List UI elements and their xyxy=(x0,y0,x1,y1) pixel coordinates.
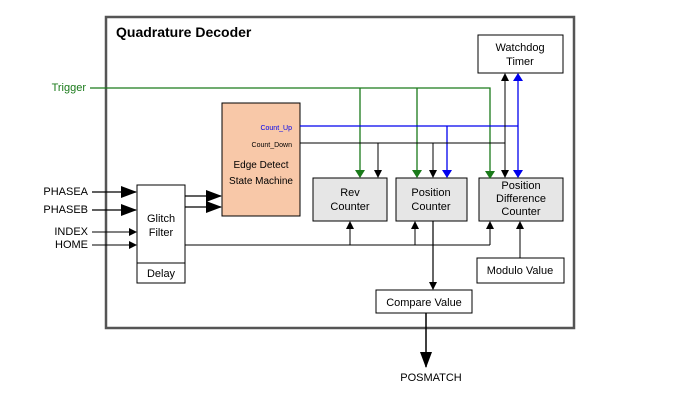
trigger-label: Trigger xyxy=(52,82,87,94)
decoder-title: Quadrature Decoder xyxy=(116,24,252,40)
glitch-filter-block xyxy=(136,184,186,284)
position-difference-label-1: Position xyxy=(501,180,540,192)
trigger-line xyxy=(90,87,495,179)
phasea-label: PHASEA xyxy=(43,186,88,198)
rev-counter-block xyxy=(312,177,388,222)
position-difference-label-3: Counter xyxy=(501,206,540,218)
home-label: HOME xyxy=(55,239,88,251)
phaseb-label: PHASEB xyxy=(43,204,88,216)
position-difference-label-2: Difference xyxy=(496,193,546,205)
modulo-value-block xyxy=(476,257,565,284)
compare-value-label: Compare Value xyxy=(386,297,462,309)
watchdog-label-1: Watchdog xyxy=(495,42,544,54)
count-down-label: Count_Down xyxy=(252,142,293,149)
position-difference-counter-block xyxy=(478,177,564,222)
position-counter-label-1: Position xyxy=(411,187,450,199)
index-label: INDEX xyxy=(54,226,88,238)
watchdog-timer-block xyxy=(477,34,564,74)
modulo-value-label: Modulo Value xyxy=(487,265,553,277)
rev-counter-label-1: Rev xyxy=(340,187,360,199)
glitch-filter-label-1: Glitch xyxy=(147,213,175,225)
edge-detect-label-2: State Machine xyxy=(229,176,293,187)
compare-value-block xyxy=(375,289,473,314)
rev-counter-label-2: Counter xyxy=(330,201,369,213)
edge-detect-label-1: Edge Detect xyxy=(233,160,288,171)
posmatch-label: POSMATCH xyxy=(400,372,462,384)
position-counter-block xyxy=(395,177,468,222)
delay-label: Delay xyxy=(147,268,176,280)
watchdog-label-2: Timer xyxy=(506,56,534,68)
edge-detect-block xyxy=(221,102,301,217)
glitch-filter-label-2: Filter xyxy=(149,227,174,239)
position-counter-label-2: Counter xyxy=(411,201,450,213)
count-up-label: Count_Up xyxy=(260,125,292,132)
